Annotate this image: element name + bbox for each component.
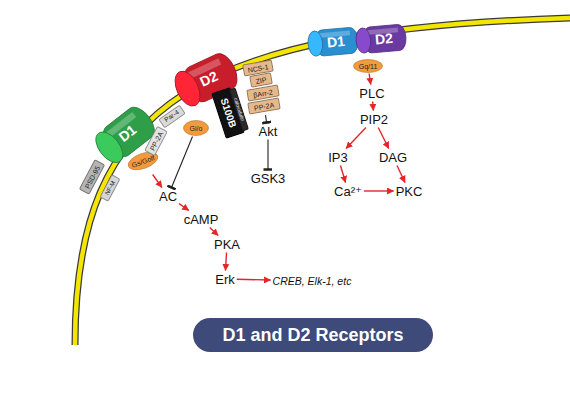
node-text: D1: [320, 34, 345, 50]
pathway-molecule: Ca²⁺: [328, 183, 368, 199]
activation-arrow: [364, 190, 394, 191]
pathway-molecule: DAG: [375, 149, 411, 165]
node-text: PP-2A: [253, 101, 274, 111]
node-text: IP3: [328, 151, 348, 164]
pathway-molecule: GSK3: [248, 170, 288, 186]
pathway-molecule: cAMP: [179, 211, 223, 227]
g-protein-ellipse: Gq/11: [353, 59, 383, 73]
pathway-molecule: PIP2: [355, 111, 393, 127]
title-text: D1 and D2 Receptors: [222, 325, 403, 346]
protein-box: PSD-95: [79, 159, 106, 195]
pathway-molecule: Erk: [208, 271, 242, 287]
node-text: Par-4: [164, 109, 181, 123]
node-text: NCS-1: [247, 63, 269, 74]
cylinder-cap: [355, 27, 372, 53]
node-text: βArr-2: [253, 88, 274, 98]
pathway-molecule: PLC: [355, 85, 389, 101]
receptor-cylinder: D2: [355, 24, 407, 54]
pathway-molecule: CREB, Elk-1, etc: [260, 273, 364, 289]
activation-arrow: [340, 166, 345, 183]
pathway-molecule: PKA: [209, 236, 245, 252]
pathway-molecule: PKC: [391, 183, 427, 199]
protein-box: NF-M: [99, 174, 120, 202]
activation-arrow: [346, 128, 366, 149]
node-text: PSD-95: [83, 165, 101, 190]
activation-arrow: [237, 279, 271, 281]
cylinder-cap: [307, 30, 324, 56]
ellipse-fill: [184, 121, 209, 136]
pathway-molecule: IP3: [322, 149, 354, 165]
node-text: Akt: [259, 125, 278, 138]
activation-arrow: [153, 174, 162, 187]
node-text: Erk: [215, 273, 235, 286]
g-protein-ellipse: Gi/o: [183, 120, 209, 136]
activation-arrow: [372, 102, 374, 111]
node-text: CREB, Elk-1, etc: [273, 276, 352, 287]
node-text: ZIP: [255, 76, 267, 85]
activation-arrow: [210, 228, 218, 236]
activation-arrow: [179, 204, 189, 211]
activation-arrow: [378, 128, 388, 149]
node-text: DAG: [379, 151, 407, 164]
activation-arrow: [225, 253, 226, 271]
cell-membrane-outline: [75, 18, 570, 345]
inhibition-line: [267, 140, 268, 170]
node-text: PIP2: [360, 113, 388, 126]
receptor-cylinder: D1: [307, 27, 359, 57]
node-text: NF-M: [104, 180, 116, 196]
node-text: PKC: [396, 185, 423, 198]
protein-box: Par-4: [158, 104, 186, 128]
inhibition-line: [172, 137, 193, 188]
pathway-molecule: Akt: [253, 123, 283, 139]
node-text: GSK3: [251, 172, 286, 185]
inhibition-line: [265, 115, 266, 122]
node-text: cAMP: [184, 213, 219, 226]
node-text: Gi/o: [190, 125, 203, 132]
node-text: Gq/11: [359, 63, 378, 70]
activation-arrow: [369, 74, 371, 85]
title-banner: D1 and D2 Receptors: [193, 318, 433, 352]
pathway-molecule: AC: [153, 188, 183, 204]
ellipse-fill: [354, 60, 383, 73]
node-text: D2: [368, 31, 393, 47]
activation-arrow: [397, 166, 405, 183]
node-text: AC: [159, 190, 177, 203]
cell-membrane: [75, 18, 570, 345]
node-text: PLC: [359, 87, 384, 100]
node-text: Ca²⁺: [334, 185, 362, 198]
node-text: PKA: [214, 238, 240, 251]
